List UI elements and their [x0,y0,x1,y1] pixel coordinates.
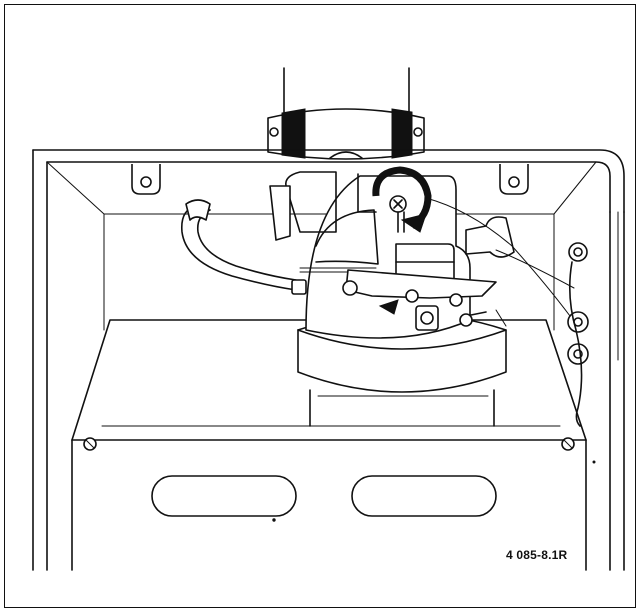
mounting-bracket-left [131,164,161,195]
fixing-screw [357,173,407,233]
mark-dot [272,518,276,522]
mark-dot [592,460,596,464]
pressure-tube [180,199,307,295]
flue-collar [267,108,425,160]
housing-frame [32,149,625,571]
electrical-lead [425,197,583,427]
fan-assembly [269,171,515,393]
figure-border [4,4,636,608]
mounting-bracket-right [499,164,529,195]
base-plate [309,309,507,427]
reference-code: 4 085-8.1R [506,548,568,562]
flue-pipe [283,67,410,113]
inspection-slot [151,475,497,517]
rotation-arrow [372,166,432,233]
